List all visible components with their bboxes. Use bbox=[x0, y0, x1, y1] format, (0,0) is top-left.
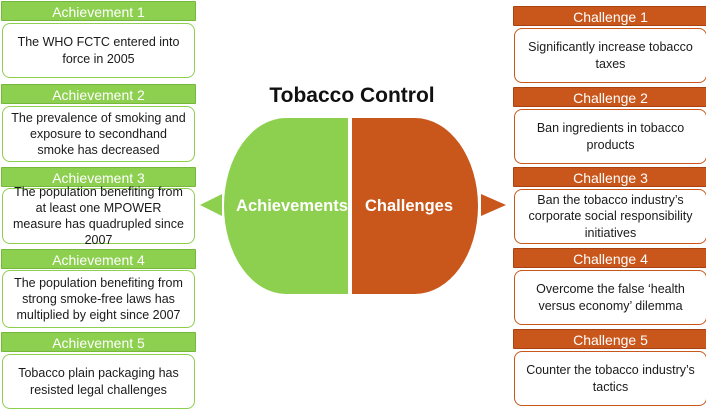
challenge-4: Challenge 4 Overcome the false ‘health v… bbox=[513, 248, 706, 325]
challenge-text: Ban the tobacco industry’s corporate soc… bbox=[514, 189, 706, 244]
achievement-header: Achievement 3 bbox=[1, 167, 196, 187]
achievement-text: Tobacco plain packaging has resisted leg… bbox=[2, 354, 195, 409]
achievements-label: Achievements bbox=[236, 196, 348, 215]
challenge-text: Overcome the false ‘health versus econom… bbox=[514, 270, 706, 325]
achievement-3: Achievement 3 The population benefiting … bbox=[1, 167, 196, 247]
right-arrow-icon bbox=[481, 194, 506, 216]
challenge-header: Challenge 4 bbox=[513, 248, 706, 268]
challenge-3: Challenge 3 Ban the tobacco industry’s c… bbox=[513, 167, 706, 244]
achievements-lobe: Achievements bbox=[224, 118, 348, 294]
challenge-5: Challenge 5 Counter the tobacco industry… bbox=[513, 329, 706, 406]
challenge-header: Challenge 2 bbox=[513, 87, 706, 107]
left-arrow-icon bbox=[200, 194, 222, 216]
achievement-header: Achievement 5 bbox=[1, 332, 196, 352]
achievement-1: Achievement 1 The WHO FCTC entered into … bbox=[1, 1, 196, 78]
achievement-header: Achievement 4 bbox=[1, 249, 196, 269]
challenge-2: Challenge 2 Ban ingredients in tobacco p… bbox=[513, 87, 706, 164]
diagram-title: Tobacco Control bbox=[269, 84, 435, 107]
challenges-label: Challenges bbox=[364, 196, 454, 215]
achievement-header: Achievement 2 bbox=[1, 84, 196, 104]
challenge-text: Significantly increase tobacco taxes bbox=[514, 28, 706, 83]
achievement-5: Achievement 5 Tobacco plain packaging ha… bbox=[1, 332, 196, 409]
achievement-text: The population benefiting from at least … bbox=[2, 185, 195, 247]
challenge-header: Challenge 3 bbox=[513, 167, 706, 187]
challenge-text: Ban ingredients in tobacco products bbox=[514, 109, 706, 164]
challenge-header: Challenge 1 bbox=[513, 6, 706, 26]
challenges-lobe: Challenges bbox=[352, 118, 478, 294]
challenge-text: Counter the tobacco industry’s tactics bbox=[514, 351, 706, 406]
achievement-text: The prevalence of smoking and exposure t… bbox=[2, 106, 195, 162]
achievement-text: The WHO FCTC entered into force in 2005 bbox=[2, 23, 195, 78]
achievement-text: The population benefiting from strong sm… bbox=[2, 270, 195, 328]
challenge-header: Challenge 5 bbox=[513, 329, 706, 349]
achievement-4: Achievement 4 The population benefiting … bbox=[1, 249, 196, 328]
challenge-1: Challenge 1 Significantly increase tobac… bbox=[513, 6, 706, 83]
achievement-header: Achievement 1 bbox=[1, 1, 196, 21]
achievement-2: Achievement 2 The prevalence of smoking … bbox=[1, 84, 196, 162]
